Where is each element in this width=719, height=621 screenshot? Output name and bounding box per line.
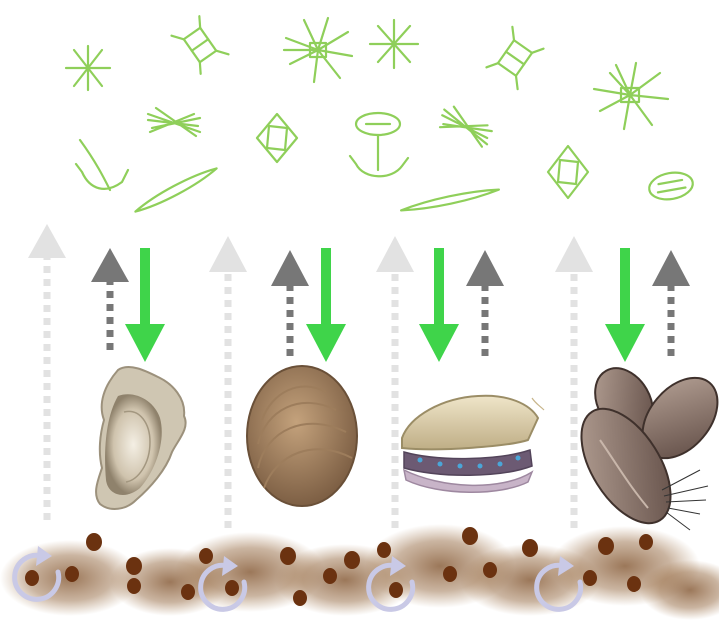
phytoplankton-icon	[133, 164, 218, 215]
oyster-icon	[96, 367, 186, 509]
phytoplankton-icon	[647, 169, 695, 202]
phytoplankton-icon	[350, 113, 408, 176]
mussel-icon	[563, 358, 719, 538]
sediment-layer	[0, 524, 719, 620]
dark-up-arrow	[91, 248, 129, 350]
phytoplankton-icon	[171, 15, 228, 75]
dark-up-arrow	[652, 250, 690, 356]
green-down-arrow	[306, 248, 346, 362]
phytoplankton-icon	[437, 104, 495, 148]
light-up-arrow	[28, 224, 66, 520]
clam-icon	[247, 366, 357, 506]
phytoplankton-icon	[400, 186, 499, 214]
phytoplankton-icon	[284, 18, 352, 82]
light-up-arrow	[376, 236, 414, 528]
green-down-arrow	[419, 248, 459, 362]
dark-up-arrow	[271, 250, 309, 356]
phytoplankton-icon	[76, 140, 128, 190]
scallop-icon	[402, 396, 544, 493]
phytoplankton-icon	[257, 114, 297, 162]
green-down-arrow	[605, 248, 645, 362]
phytoplankton-icon	[66, 46, 110, 90]
light-up-arrow	[209, 236, 247, 528]
phytoplankton-layer	[66, 15, 695, 216]
light-up-arrow	[555, 236, 593, 528]
dark-up-arrow	[466, 250, 504, 356]
phytoplankton-icon	[148, 108, 200, 136]
phytoplankton-icon	[594, 63, 668, 129]
phytoplankton-icon	[370, 20, 418, 68]
phytoplankton-icon	[548, 146, 588, 198]
phytoplankton-icon	[485, 27, 545, 89]
green-down-arrow	[125, 248, 165, 362]
